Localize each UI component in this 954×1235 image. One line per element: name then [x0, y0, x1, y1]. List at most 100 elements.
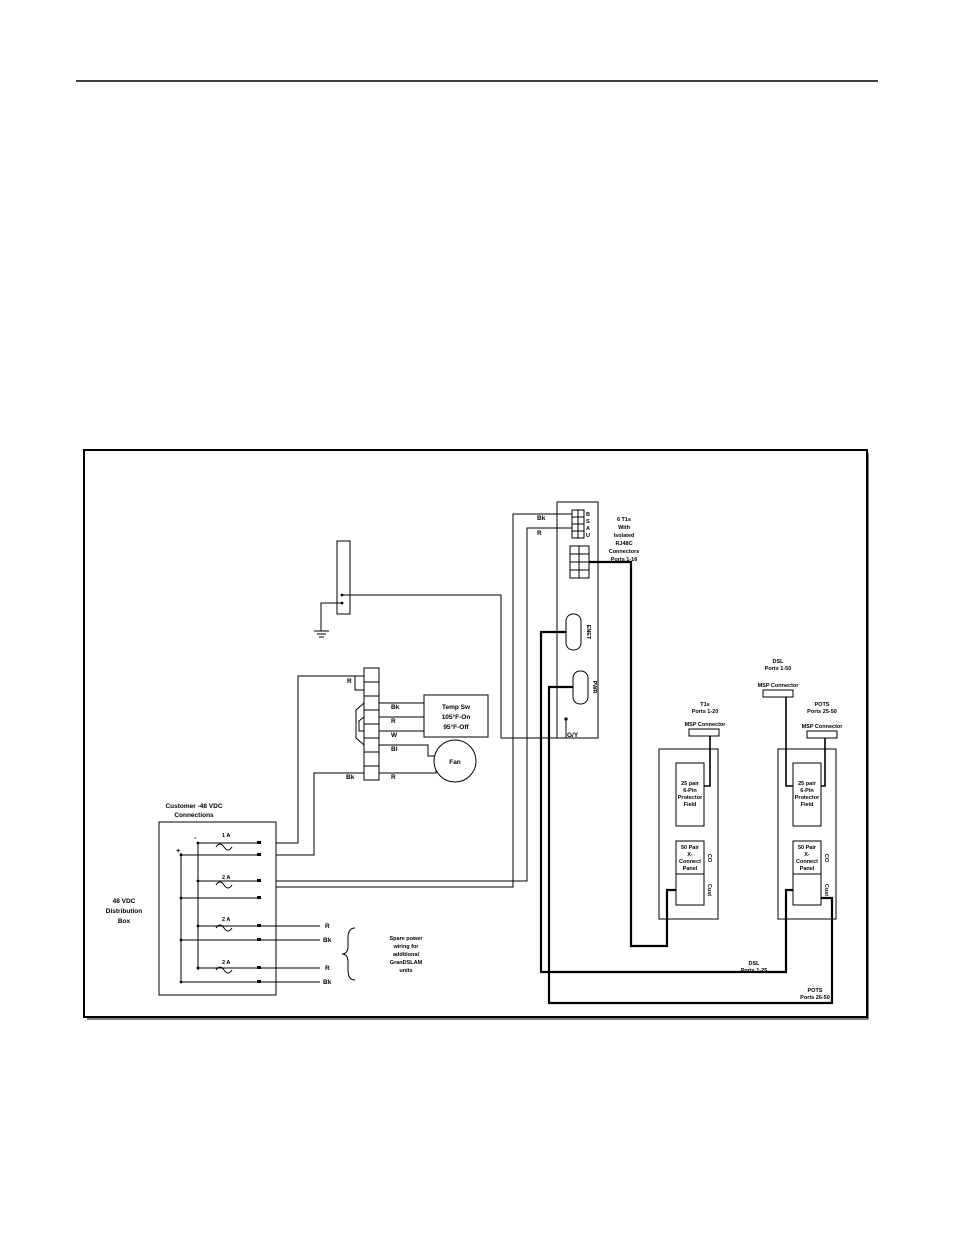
bus-node [196, 841, 200, 845]
msp-connector-pots-label: MSP Connector [802, 724, 844, 730]
spare-wiring-label: Spare power [389, 936, 423, 942]
spare-wiring-label: additional [393, 952, 419, 958]
spare-r-label: R [325, 965, 330, 972]
protector-left-label: 6-Pin [683, 788, 697, 794]
terminal-lug [257, 896, 261, 899]
t1-label: Ports 1-16 [611, 557, 638, 563]
co-left-label: CO [706, 854, 712, 863]
temp-switch-label: 95°F-Off [443, 723, 469, 731]
fuse-symbol [215, 881, 233, 889]
plus-label: + [176, 846, 181, 855]
terminal-lug [257, 879, 261, 882]
fan-wire [379, 744, 436, 757]
dsl-top-label: Ports 1-50 [765, 666, 792, 672]
xconnect-right-label: X- [804, 852, 810, 858]
protector-right-label: Field [801, 802, 814, 808]
gy-ground-wire [342, 594, 566, 739]
xconnect-left-label: Connect [679, 859, 701, 865]
fuse-2a-label: 2 A [222, 875, 230, 881]
xconnect-left [675, 840, 705, 906]
xconnect-left-label: Panel [683, 866, 698, 872]
fan-wire [379, 766, 437, 774]
dsl-bottom-label: DSL [749, 961, 761, 967]
bus-node [179, 853, 183, 857]
spare-r-label: R [325, 923, 330, 930]
alarm-wire-r [261, 527, 572, 882]
oss-label-u: U [586, 533, 590, 539]
t1-label: With [618, 525, 631, 531]
oss-label-a: A [586, 526, 590, 532]
protector-left-label: Field [684, 802, 697, 808]
temp-switch [423, 694, 489, 738]
t1-label: 6 T1s [617, 517, 631, 523]
ground-wire [320, 602, 342, 631]
bus-node [179, 980, 183, 984]
terminal-wire-bk [261, 772, 364, 856]
gy-label: G/Y [567, 732, 579, 739]
ts-w-label: W [391, 732, 398, 739]
t1s-label: T1s [700, 702, 709, 708]
t1-cable [589, 560, 676, 948]
bus-node [196, 879, 200, 883]
fan-label: Fan [449, 759, 461, 766]
bus-node [179, 938, 183, 942]
ground-bar [336, 540, 351, 615]
pots-top-label: Ports 25-50 [807, 709, 837, 715]
distribution-box-label: Box [118, 918, 131, 925]
protector-right-label: 6-Pin [800, 788, 814, 794]
enet-label: ENET [585, 625, 591, 640]
temp-switch-label: 105°F-On [442, 713, 471, 721]
fuse-symbol [215, 843, 233, 851]
alarm-wire-bk [261, 513, 572, 888]
pwr-label: PWR [591, 681, 597, 694]
pots-cable [547, 685, 834, 1005]
dsl-top-label: DSL [773, 659, 785, 665]
spare-bk-label: Bk [323, 937, 332, 944]
co-right-label: CO [823, 854, 829, 863]
xconnect-right [792, 840, 822, 906]
oss-label-s: S [586, 519, 590, 525]
spare-brace [341, 927, 356, 981]
bk-top-label: Bk [537, 515, 546, 522]
msp-connector-dsl-label: MSP Connector [758, 683, 800, 689]
msp-connector-pots [806, 730, 838, 739]
customer-connections-label: Connections [174, 812, 214, 819]
fuse-1a-label: 1 A [222, 833, 230, 839]
r-top-label: R [537, 530, 542, 537]
xconnect-left-label: 50 Pair [681, 845, 700, 851]
msp-connector-dsl [762, 689, 794, 698]
distribution-box-label: 48 VDC [113, 898, 136, 905]
ts-r2-label: R [391, 718, 396, 725]
terminal-lug [257, 980, 261, 983]
ts-bk1-label: Bk [391, 704, 400, 711]
oss-label-b: B [586, 512, 590, 518]
xconnect-right-label: Connect [796, 859, 818, 865]
figure-frame [83, 449, 868, 1018]
ts-bl-label: Bl [391, 746, 398, 753]
protector-left-label: 25 pair [681, 781, 700, 787]
pots-top-label: POTS [815, 702, 830, 708]
t1s-label: Ports 1-20 [692, 709, 719, 715]
cust-right-label: Cust [823, 884, 829, 896]
pots-bottom-label: Ports 26-50 [800, 995, 830, 1001]
fuse-2a-label: 2 A [222, 960, 230, 966]
ts-r1-label: R [347, 678, 352, 685]
dsl-cable [539, 630, 793, 974]
bus-node [196, 966, 200, 970]
terminal-lug [257, 924, 261, 927]
spare-wiring-label: GranDSLAM [390, 960, 423, 966]
dsl-bottom-label: Ports 1-25 [741, 968, 768, 974]
distribution-box-label: Distribution [106, 908, 142, 915]
msp-connector-left-label: MSP Connector [685, 722, 727, 728]
fuse-2a-label: 2 A [222, 917, 230, 923]
enet-connector [565, 613, 582, 651]
ts-bk2-label: Bk [346, 774, 355, 781]
protector-left-label: Protector [678, 795, 703, 801]
cust-left-label: Cust [706, 884, 712, 896]
pwr-connector [572, 670, 589, 705]
terminal-jumper [354, 676, 364, 691]
bus-node [179, 896, 183, 900]
terminal-lug [257, 853, 261, 856]
protector-right [792, 762, 822, 827]
